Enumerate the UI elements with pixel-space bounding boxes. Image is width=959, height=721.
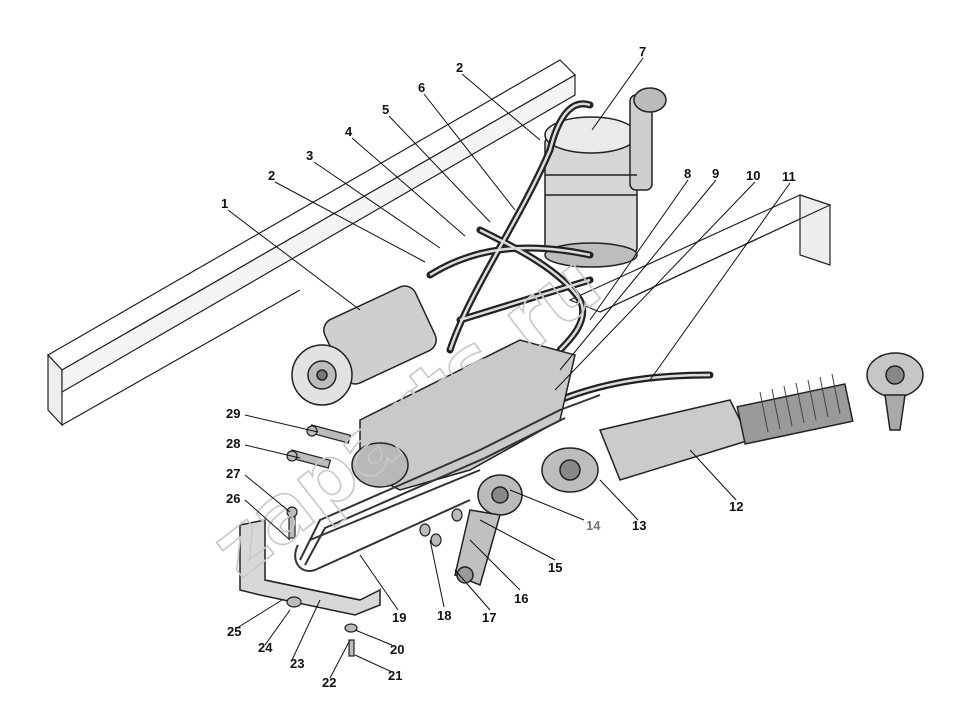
callout-10: 10 bbox=[746, 168, 760, 183]
callout-24: 24 bbox=[258, 640, 273, 655]
hoses-highlight bbox=[429, 102, 711, 402]
callout-29: 29 bbox=[226, 406, 240, 421]
callout-20: 20 bbox=[390, 642, 404, 657]
steering-pump bbox=[291, 285, 437, 406]
fasteners bbox=[286, 424, 463, 657]
callout-12: 12 bbox=[729, 499, 743, 514]
callout-23: 23 bbox=[290, 656, 304, 671]
callout-5: 5 bbox=[382, 102, 389, 117]
callout-8: 8 bbox=[684, 166, 691, 181]
callout-19: 19 bbox=[392, 610, 406, 625]
callout-4: 4 bbox=[345, 124, 353, 139]
callout-9: 9 bbox=[712, 166, 719, 181]
callout-3: 3 bbox=[306, 148, 313, 163]
leader-lines bbox=[227, 57, 791, 679]
callout-16: 16 bbox=[514, 591, 528, 606]
steering-gear-housing bbox=[351, 339, 576, 587]
callout-27: 27 bbox=[226, 466, 240, 481]
power-cylinder bbox=[541, 352, 924, 493]
callout-25: 25 bbox=[227, 624, 241, 639]
oil-reservoir bbox=[544, 87, 667, 268]
frame-channel-left bbox=[47, 59, 576, 427]
callout-11: 11 bbox=[782, 169, 796, 184]
callout-22: 22 bbox=[322, 675, 336, 690]
mounting-bracket bbox=[239, 519, 381, 616]
callout-7: 7 bbox=[639, 44, 646, 59]
callout-2b: 2 bbox=[456, 60, 463, 75]
callout-6: 6 bbox=[418, 80, 425, 95]
callout-26: 26 bbox=[226, 491, 240, 506]
frame-channel-right bbox=[568, 194, 832, 313]
callout-18: 18 bbox=[437, 608, 451, 623]
callout-14: 14 bbox=[586, 518, 601, 533]
callout-2a: 2 bbox=[268, 168, 275, 183]
callout-13: 13 bbox=[632, 518, 646, 533]
callout-28: 28 bbox=[226, 436, 240, 451]
callout-21: 21 bbox=[388, 668, 402, 683]
steel-lines bbox=[294, 394, 601, 572]
callouts: 1 2 2 3 4 5 6 7 8 9 10 11 12 13 14 15 16… bbox=[221, 44, 796, 690]
callout-15: 15 bbox=[548, 560, 562, 575]
callout-17: 17 bbox=[482, 610, 496, 625]
callout-1: 1 bbox=[221, 196, 228, 211]
